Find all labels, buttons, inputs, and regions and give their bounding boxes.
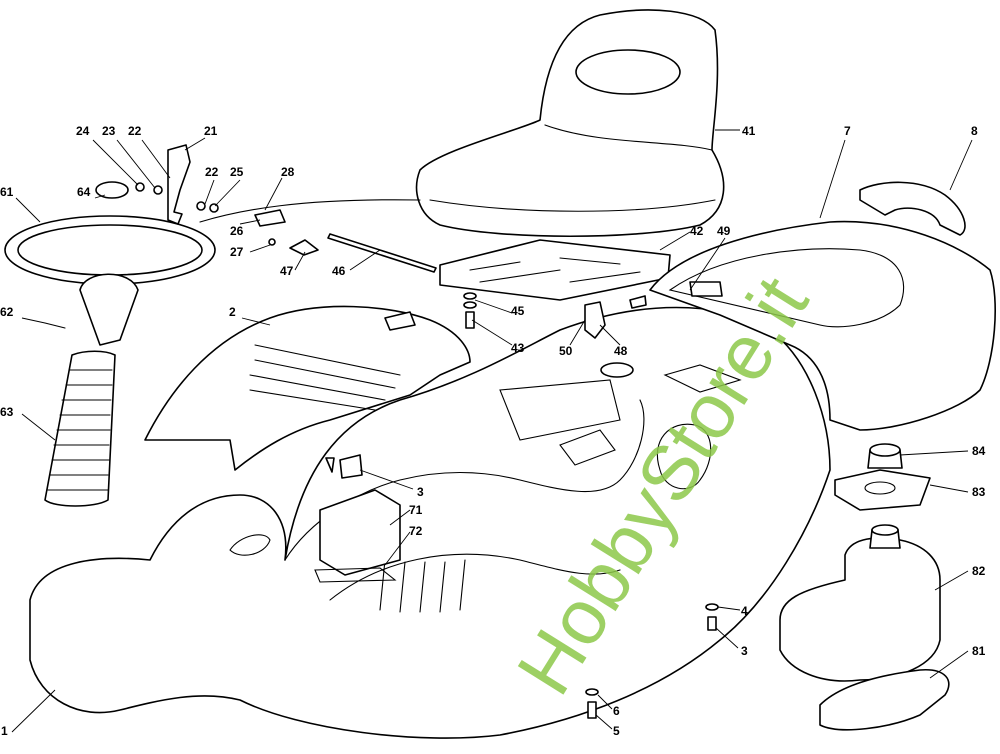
label-42: 42 bbox=[690, 224, 704, 238]
label-43: 43 bbox=[511, 341, 525, 355]
label-7: 7 bbox=[844, 124, 851, 138]
label-71: 71 bbox=[409, 503, 423, 517]
dash-cover-part-2 bbox=[144, 305, 471, 471]
label-48: 48 bbox=[614, 344, 628, 358]
bolts-part-43-45 bbox=[463, 292, 647, 329]
label-47: 47 bbox=[280, 264, 294, 278]
label-2: 2 bbox=[229, 305, 236, 319]
label-83: 83 bbox=[972, 485, 986, 499]
label-3: 3 bbox=[741, 644, 748, 658]
tank-holder-part-83 bbox=[834, 469, 931, 511]
label-3-upper: 3 bbox=[417, 485, 424, 499]
label-22b: 22 bbox=[205, 165, 219, 179]
bellows-part-63 bbox=[44, 350, 116, 507]
label-8: 8 bbox=[971, 124, 978, 138]
electronics-part-71-72 bbox=[314, 454, 401, 583]
fuel-tank-part-82 bbox=[779, 524, 941, 682]
label-72: 72 bbox=[409, 524, 423, 538]
label-27: 27 bbox=[230, 245, 244, 259]
rear-fender-part-7 bbox=[649, 220, 996, 431]
leader-lines bbox=[11, 129, 973, 733]
label-5: 5 bbox=[613, 724, 620, 738]
seat-plate-part-42 bbox=[439, 239, 671, 339]
label-62: 62 bbox=[0, 305, 14, 319]
label-26: 26 bbox=[230, 224, 244, 238]
tray-part-81 bbox=[819, 669, 950, 731]
body-shell-part-1 bbox=[29, 306, 831, 739]
label-63: 63 bbox=[0, 405, 14, 419]
label-45: 45 bbox=[511, 304, 525, 318]
label-64: 64 bbox=[77, 185, 91, 199]
steering-wheel-part-61 bbox=[4, 181, 216, 346]
label-81: 81 bbox=[972, 644, 986, 658]
label-50: 50 bbox=[559, 344, 573, 358]
label-41: 41 bbox=[742, 124, 756, 138]
label-22: 22 bbox=[128, 124, 142, 138]
label-61: 61 bbox=[0, 185, 14, 199]
label-4: 4 bbox=[741, 604, 748, 618]
label-6: 6 bbox=[613, 704, 620, 718]
lever-part-21 bbox=[135, 144, 437, 273]
seat-part-41 bbox=[415, 9, 725, 238]
fuel-cap-part-84 bbox=[867, 443, 903, 469]
label-24: 24 bbox=[76, 124, 90, 138]
label-49: 49 bbox=[717, 224, 731, 238]
label-1: 1 bbox=[1, 724, 8, 738]
label-28: 28 bbox=[281, 165, 295, 179]
label-84: 84 bbox=[972, 444, 986, 458]
handle-part-8 bbox=[859, 181, 966, 236]
label-82: 82 bbox=[972, 564, 986, 578]
part-labels: 24 23 22 21 61 64 22 25 28 26 27 47 46 4… bbox=[0, 124, 986, 738]
label-21: 21 bbox=[204, 124, 218, 138]
label-25: 25 bbox=[230, 165, 244, 179]
bolts-part-3-4-5-6 bbox=[585, 603, 719, 719]
label-23: 23 bbox=[102, 124, 116, 138]
label-46: 46 bbox=[332, 264, 346, 278]
